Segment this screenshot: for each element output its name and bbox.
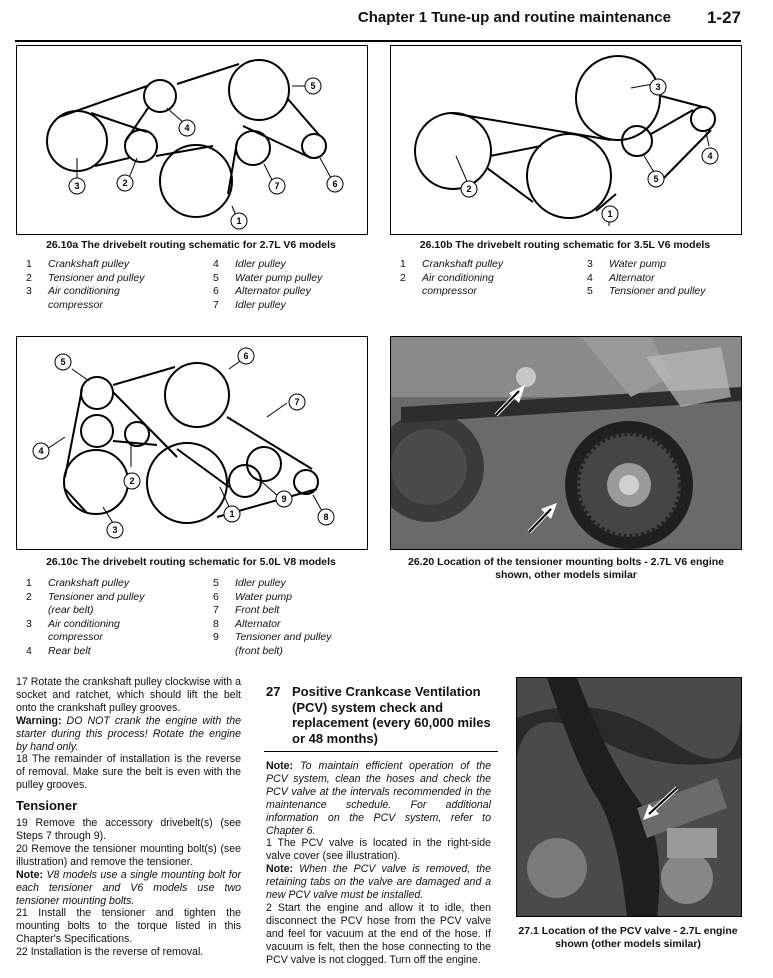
figure-271-photo (516, 677, 742, 917)
callout-6: 6 (243, 351, 248, 361)
section-number: 27 (266, 684, 281, 699)
step-21: 21 Install the tensioner and tighten the… (16, 907, 241, 946)
step-20: 20 Remove the tensioner mounting bolt(s)… (16, 842, 241, 868)
callout-4: 4 (38, 446, 43, 456)
step-17: 17 Rotate the crankshaft pulley clockwis… (16, 676, 241, 714)
belt-schematic-2-7l: 1 2 3 4 5 6 7 (46, 59, 344, 230)
figure-2620-caption: 26.20 Location of the tensioner mounting… (407, 556, 724, 581)
step-18: 18 The remainder of installation is the … (16, 753, 241, 792)
step-19: 19 Remove the accessory drivebelt(s) (se… (16, 817, 241, 842)
callout-1: 1 (236, 216, 241, 226)
section-27-heading: 27 Positive Crankcase Ventilation (PCV) … (264, 680, 498, 752)
belt-schematic-3-5l: 1 2 3 4 5 (414, 55, 719, 226)
tensioner-photo (391, 337, 741, 549)
callout-4: 4 (184, 123, 189, 133)
chapter-title: Chapter 1 Tune-up and routine maintenanc… (357, 9, 671, 26)
callout-3: 3 (74, 181, 79, 191)
callout-1: 1 (229, 509, 234, 519)
figure-2610b-caption: 26.10b The drivebelt routing schematic f… (419, 239, 711, 251)
callout-7: 7 (274, 181, 279, 191)
figure-2610b-diagram: 1 2 3 4 5 (390, 45, 742, 235)
page-number: 1-27 (706, 8, 741, 27)
warning: Warning: DO NOT crank the engine with th… (16, 714, 241, 753)
belt-schematic-5-0l: 1 2 3 4 5 6 7 8 9 (32, 347, 335, 539)
callout-5: 5 (60, 357, 65, 367)
callout-4: 4 (707, 151, 712, 161)
pcv-step-2: 2 Start the engine and allow it to idle,… (266, 901, 491, 966)
step-22: 22 Installation is the reverse of remova… (16, 946, 204, 959)
callout-2: 2 (466, 184, 471, 194)
callout-7: 7 (294, 397, 299, 407)
callout-2: 2 (129, 476, 134, 486)
callout-6: 6 (332, 179, 337, 189)
callout-3: 3 (112, 525, 117, 535)
callout-5: 5 (653, 174, 658, 184)
middle-text-column: Note: To maintain efficient operation of… (266, 760, 491, 967)
page-header: Chapter 1 Tune-up and routine maintenanc… (15, 4, 741, 42)
figure-2610a-diagram: 1 2 3 4 5 6 7 (16, 45, 368, 235)
figure-271-caption: 27.1 Location of the PCV valve - 2.7L en… (518, 925, 738, 950)
figure-2610a-caption: 26.10a The drivebelt routing schematic f… (46, 239, 336, 251)
pcv-note-1: Note: To maintain efficient operation of… (266, 760, 491, 837)
pcv-note-2: Note: When the PCV valve is removed, the… (266, 863, 491, 902)
left-text-column: 17 Rotate the crankshaft pulley clockwis… (16, 676, 241, 959)
figure-2610c-caption: 26.10c The drivebelt routing schematic f… (46, 556, 336, 568)
section-title: Positive Crankcase Ventilation (PCV) sys… (292, 684, 491, 746)
callout-2: 2 (122, 178, 127, 188)
figure-2620-photo (390, 336, 742, 550)
callout-3: 3 (655, 82, 660, 92)
callout-8: 8 (323, 512, 328, 522)
pcv-step-1: 1 The PCV valve is located in the right-… (266, 837, 491, 863)
figure-2610c-diagram: 1 2 3 4 5 6 7 8 9 (16, 336, 368, 550)
callout-9: 9 (281, 494, 286, 504)
callout-1: 1 (607, 209, 612, 219)
tensioner-heading: Tensioner (16, 798, 78, 814)
pcv-valve-photo (517, 678, 741, 916)
note: Note: V8 models use a single mounting bo… (16, 868, 241, 907)
callout-5: 5 (310, 81, 315, 91)
